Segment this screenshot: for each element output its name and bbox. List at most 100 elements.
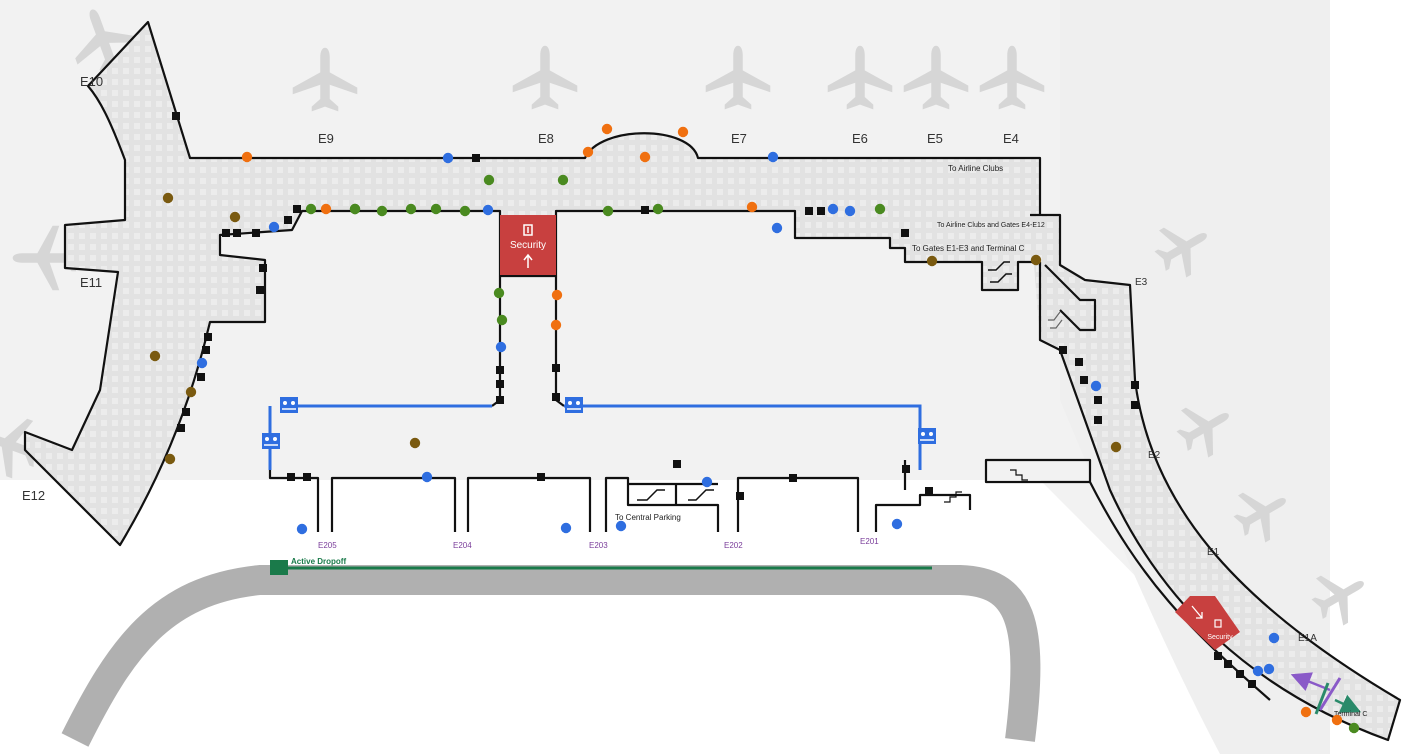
poi-marker-blue[interactable] [891,518,903,530]
poi-marker-square[interactable] [1214,652,1222,660]
poi-marker-green[interactable] [493,287,505,299]
poi-marker-blue[interactable] [1252,665,1264,677]
poi-marker-square[interactable] [204,333,212,341]
poi-marker-square[interactable] [233,229,241,237]
poi-marker-orange[interactable] [677,126,689,138]
poi-marker-green[interactable] [305,203,317,215]
poi-marker-square[interactable] [496,396,504,404]
poi-marker-square[interactable] [496,366,504,374]
poi-marker-blue[interactable] [771,222,783,234]
poi-marker-square[interactable] [902,465,910,473]
poi-marker-square[interactable] [182,408,190,416]
poi-marker-square[interactable] [197,373,205,381]
poi-marker-square[interactable] [673,460,681,468]
poi-marker-square[interactable] [252,229,260,237]
poi-marker-green[interactable] [557,174,569,186]
poi-marker-square[interactable] [202,346,210,354]
poi-marker-green[interactable] [496,314,508,326]
poi-marker-green[interactable] [376,205,388,217]
poi-marker-blue[interactable] [615,520,627,532]
poi-marker-brown[interactable] [1110,441,1122,453]
poi-marker-brown[interactable] [229,211,241,223]
moving-walkway-icon [565,397,583,413]
poi-marker-square[interactable] [925,487,933,495]
poi-marker-square[interactable] [259,264,267,272]
poi-marker-square[interactable] [641,206,649,214]
poi-marker-blue[interactable] [495,341,507,353]
poi-marker-blue[interactable] [844,205,856,217]
poi-marker-green[interactable] [405,203,417,215]
poi-marker-square[interactable] [1094,416,1102,424]
poi-marker-orange[interactable] [320,203,332,215]
poi-marker-square[interactable] [1236,670,1244,678]
poi-marker-square[interactable] [817,207,825,215]
poi-marker-green[interactable] [602,205,614,217]
poi-marker-green[interactable] [459,205,471,217]
poi-marker-blue[interactable] [701,476,713,488]
poi-marker-square[interactable] [293,205,301,213]
poi-marker-green[interactable] [483,174,495,186]
poi-marker-orange[interactable] [241,151,253,163]
poi-marker-square[interactable] [1131,401,1139,409]
poi-marker-square[interactable] [1131,381,1139,389]
poi-marker-square[interactable] [1248,680,1256,688]
poi-marker-brown[interactable] [164,453,176,465]
poi-marker-brown[interactable] [162,192,174,204]
poi-marker-square[interactable] [736,492,744,500]
poi-marker-brown[interactable] [149,350,161,362]
poi-marker-square[interactable] [472,154,480,162]
arrow-icon [1334,694,1362,713]
poi-marker-square[interactable] [303,473,311,481]
poi-marker-square[interactable] [537,473,545,481]
poi-marker-square[interactable] [1080,376,1088,384]
poi-marker-square[interactable] [287,473,295,481]
poi-marker-orange[interactable] [746,201,758,213]
poi-marker-orange[interactable] [601,123,613,135]
poi-marker-square[interactable] [1224,660,1232,668]
poi-marker-blue[interactable] [1263,663,1275,675]
poi-marker-square[interactable] [789,474,797,482]
poi-marker-green[interactable] [430,203,442,215]
poi-marker-square[interactable] [901,229,909,237]
poi-marker-blue[interactable] [482,204,494,216]
poi-marker-blue[interactable] [767,151,779,163]
poi-marker-brown[interactable] [409,437,421,449]
poi-marker-blue[interactable] [560,522,572,534]
poi-marker-orange[interactable] [1331,714,1343,726]
poi-marker-brown[interactable] [1030,254,1042,266]
poi-marker-brown[interactable] [185,386,197,398]
poi-marker-blue[interactable] [421,471,433,483]
poi-marker-blue[interactable] [1090,380,1102,392]
poi-marker-square[interactable] [172,112,180,120]
security-checkpoint-e1[interactable] [1175,596,1240,650]
poi-marker-blue[interactable] [1268,632,1280,644]
poi-marker-square[interactable] [222,229,230,237]
poi-marker-square[interactable] [805,207,813,215]
poi-marker-square[interactable] [284,216,292,224]
poi-marker-blue[interactable] [196,357,208,369]
connector-bar [1318,677,1342,711]
poi-marker-blue[interactable] [296,523,308,535]
poi-marker-brown[interactable] [926,255,938,267]
poi-marker-blue[interactable] [827,203,839,215]
poi-marker-orange[interactable] [639,151,651,163]
poi-marker-square[interactable] [552,364,560,372]
poi-marker-square[interactable] [177,424,185,432]
poi-marker-square[interactable] [552,393,560,401]
poi-marker-green[interactable] [1348,722,1360,734]
poi-marker-orange[interactable] [550,319,562,331]
poi-marker-green[interactable] [652,203,664,215]
poi-marker-square[interactable] [1059,346,1067,354]
poi-marker-orange[interactable] [582,146,594,158]
poi-marker-green[interactable] [349,203,361,215]
poi-marker-blue[interactable] [268,221,280,233]
poi-marker-square[interactable] [1094,396,1102,404]
poi-marker-square[interactable] [256,286,264,294]
poi-marker-orange[interactable] [1300,706,1312,718]
poi-marker-blue[interactable] [442,152,454,164]
poi-marker-square[interactable] [1075,358,1083,366]
poi-marker-square[interactable] [496,380,504,388]
poi-marker-green[interactable] [874,203,886,215]
poi-marker-orange[interactable] [551,289,563,301]
